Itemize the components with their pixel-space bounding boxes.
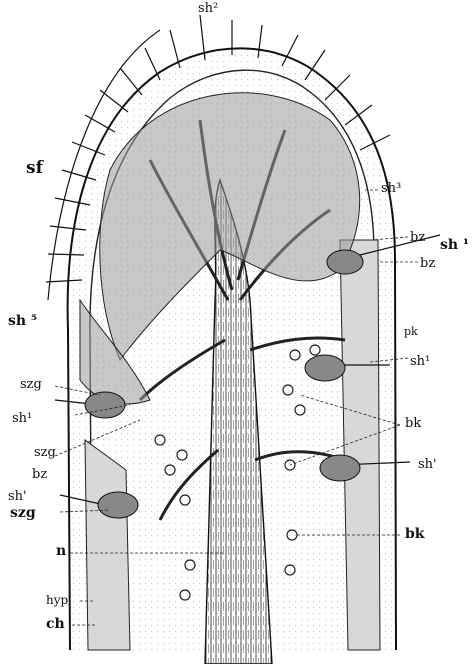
label-bz-top: bz <box>410 231 425 244</box>
label-bz-left: bz <box>32 468 47 481</box>
label-bk-upper: bk <box>405 417 421 430</box>
label-szg-2: szg <box>34 446 56 459</box>
label-sh1-left-low: sh' <box>8 490 27 503</box>
label-sh1-right-mid: sh¹ <box>410 355 430 368</box>
label-sh2: sh² <box>198 2 218 15</box>
label-szg-1: szg <box>20 378 42 391</box>
label-sf: sf <box>26 160 43 177</box>
label-hyp: hyp <box>46 594 68 606</box>
label-sh1-right-low: sh' <box>418 458 437 471</box>
label-sh1-left: sh¹ <box>12 412 32 425</box>
label-sh-left: sh ⁵ <box>8 314 37 328</box>
left-band <box>85 440 130 650</box>
label-sh3: sh³ <box>381 182 401 195</box>
label-bz-right: bz <box>420 257 435 270</box>
label-bk-lower: bk <box>405 527 425 541</box>
label-szg-3: szg <box>10 506 36 520</box>
label-n: n <box>56 544 66 558</box>
label-sh1-right-top: sh ¹ <box>440 238 469 252</box>
label-ch: ch <box>46 617 65 631</box>
label-pk: pk <box>404 326 418 337</box>
